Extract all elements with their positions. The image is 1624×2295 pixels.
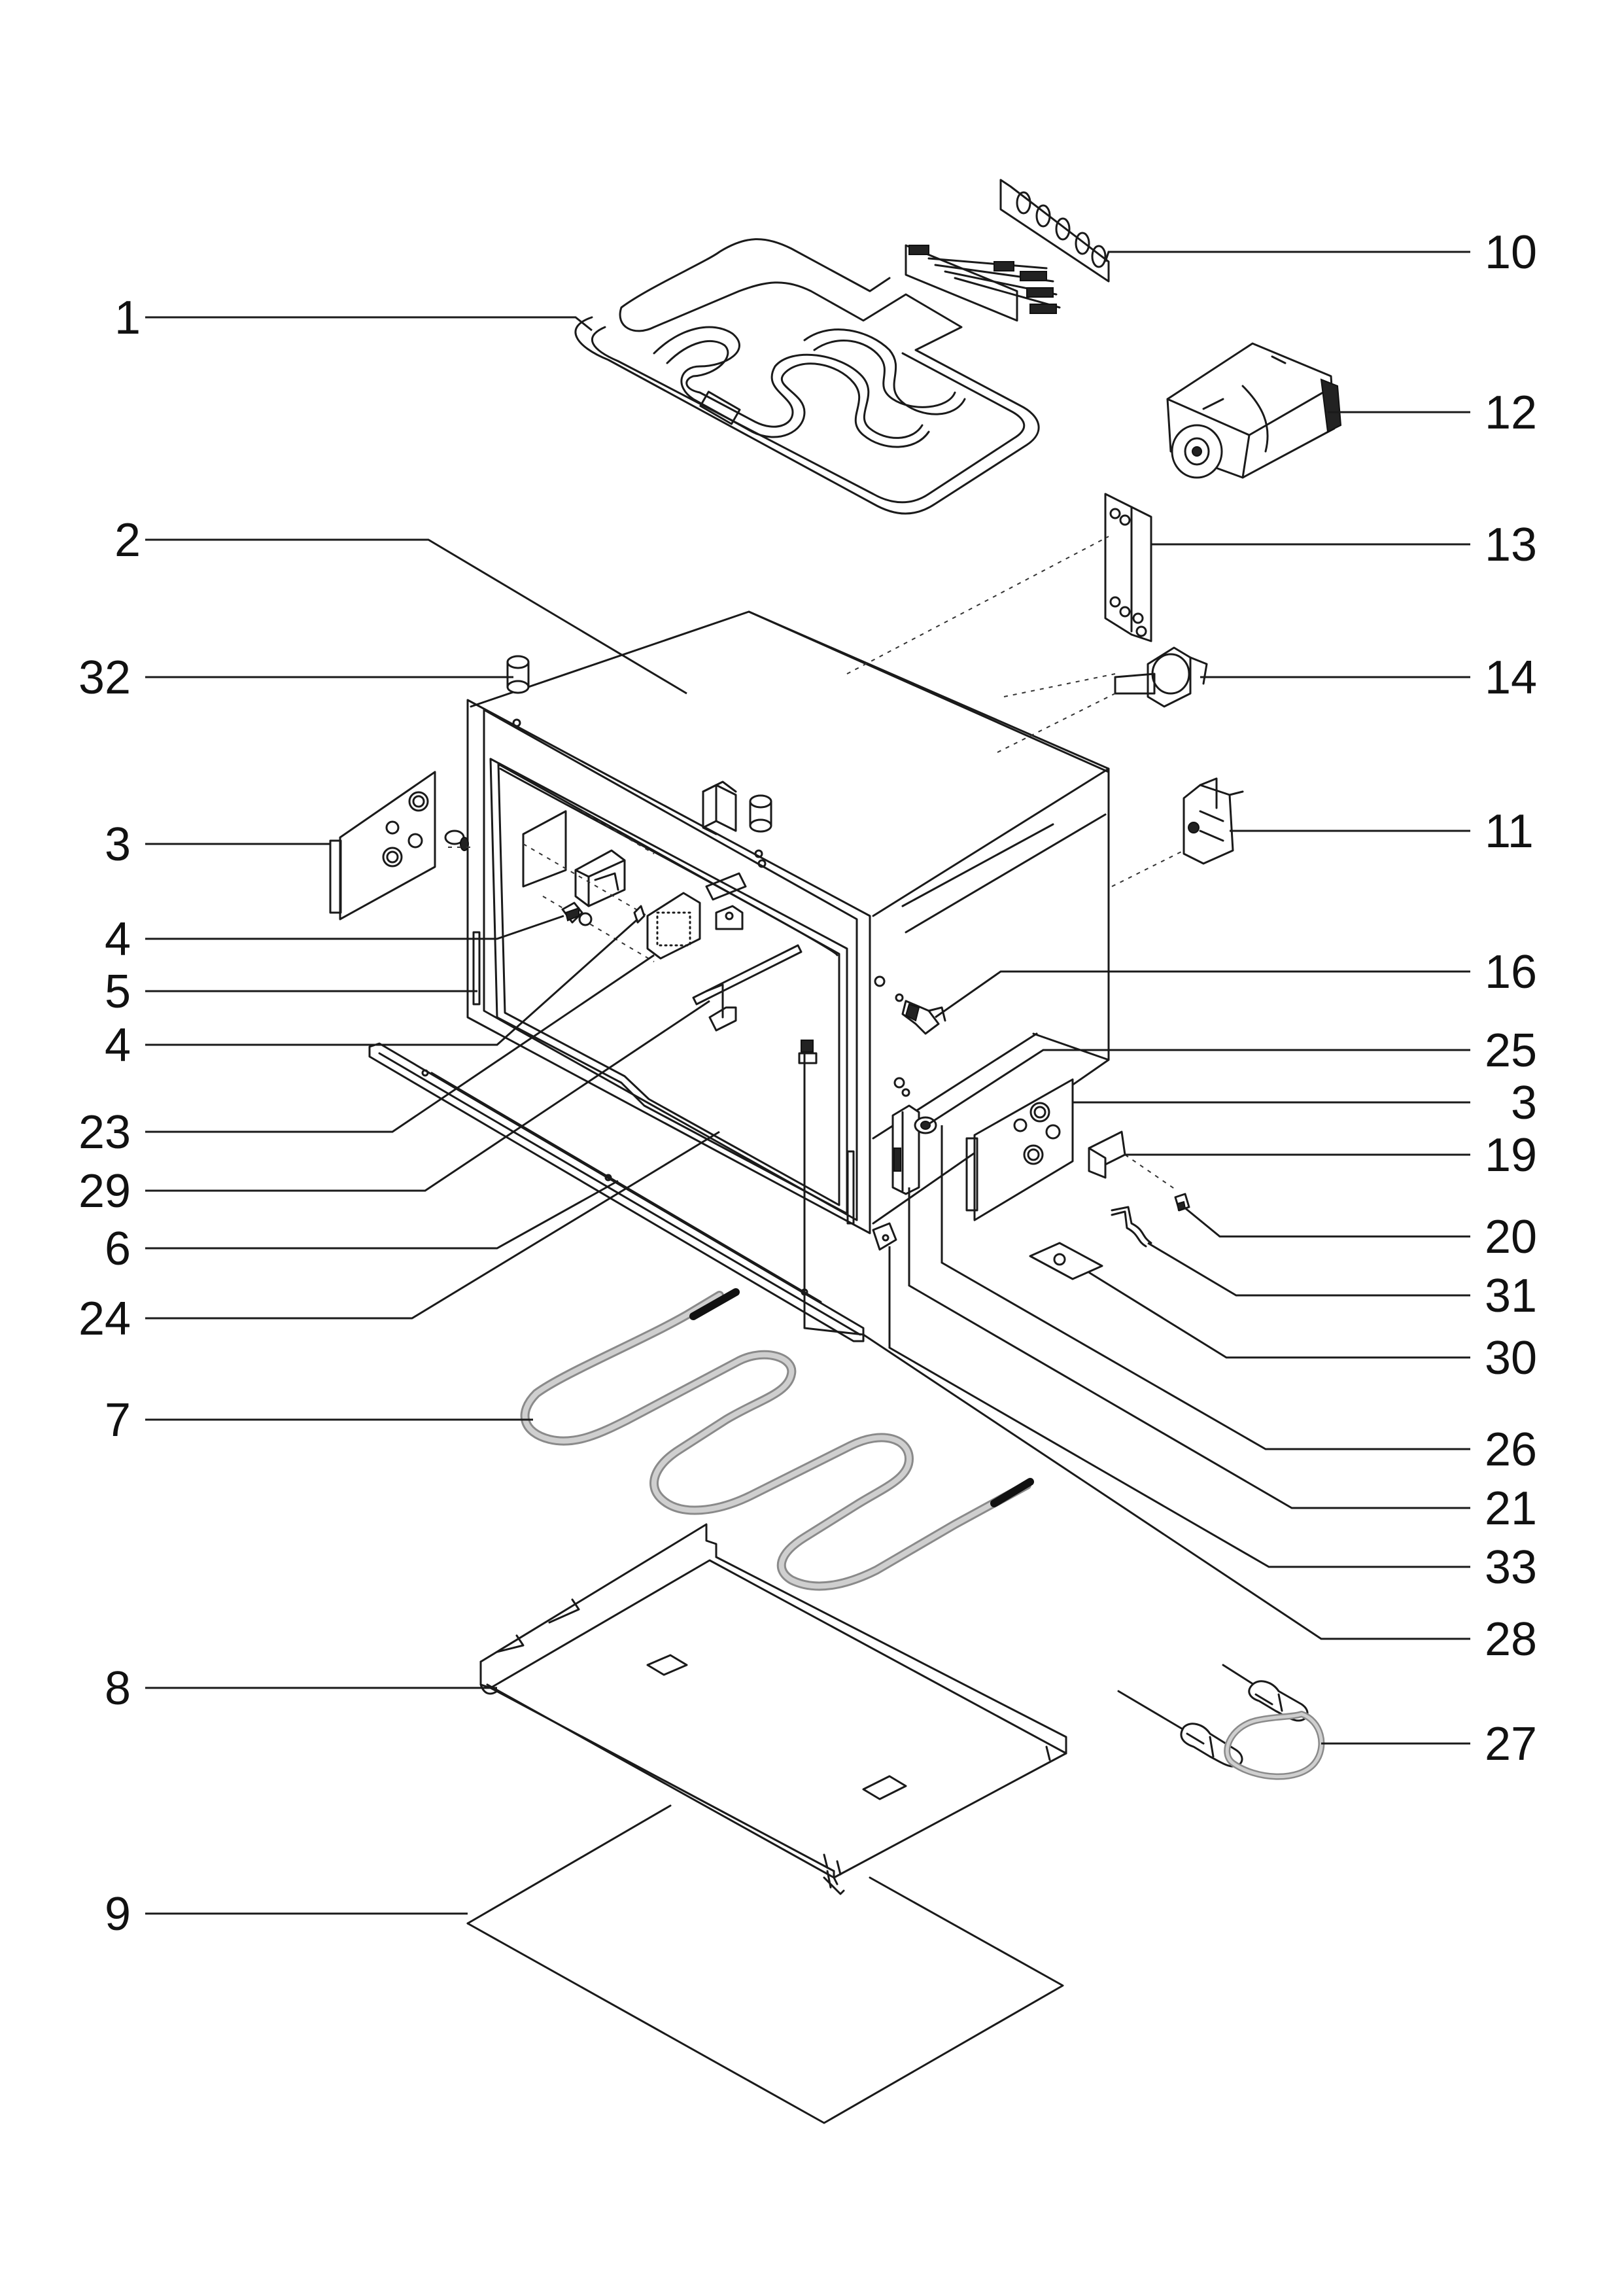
part-21-hinge-bracket	[872, 1088, 937, 1251]
callout-32: 32	[78, 652, 131, 704]
part-4-lamp-screw	[561, 902, 646, 926]
part-11-switch	[1183, 777, 1244, 865]
part-13-bracket-plate	[1104, 493, 1152, 642]
callout-13: 13	[1485, 519, 1537, 571]
callout-8: 8	[105, 1662, 131, 1715]
callout-3-right: 3	[1511, 1077, 1537, 1129]
callout-24: 24	[78, 1293, 131, 1345]
callout-28: 28	[1485, 1613, 1537, 1666]
callout-6: 6	[105, 1223, 131, 1275]
part-front-frame	[466, 699, 871, 1235]
part-19-bracket	[1088, 1130, 1126, 1179]
part-3-left-side-plate	[329, 771, 469, 920]
part-8-bottom-tray	[479, 1523, 1067, 1895]
part-27-meat-probe	[1117, 1664, 1325, 1780]
callout-12: 12	[1485, 387, 1537, 439]
part-1-grill-element	[574, 238, 1061, 515]
callout-19: 19	[1485, 1129, 1537, 1182]
callout-31: 31	[1485, 1270, 1537, 1322]
part-32b-spacer	[749, 794, 772, 833]
callout-labels: 1 2 32 3 4 5 4 23 29 6 24 7 8 9 10 12 13…	[78, 226, 1537, 1940]
callout-11: 11	[1485, 805, 1534, 858]
callout-21: 21	[1485, 1482, 1537, 1535]
callout-14: 14	[1485, 652, 1537, 704]
part-28-screw-rod	[798, 1040, 865, 1336]
callout-25: 25	[1485, 1025, 1537, 1077]
part-31-clip	[1111, 1206, 1152, 1248]
callout-5: 5	[105, 966, 131, 1018]
callout-26: 26	[1485, 1424, 1537, 1476]
part-10-terminal-strip	[999, 179, 1110, 283]
part-14-thermostat	[1114, 646, 1208, 708]
part-7-lower-element	[520, 1288, 1034, 1591]
callout-4-upper: 4	[105, 913, 131, 966]
leader-lines	[145, 251, 1470, 1915]
part-9-insulation-mat	[466, 1804, 1064, 2124]
callout-27: 27	[1485, 1718, 1537, 1770]
part-12-fan-motor	[1166, 342, 1342, 479]
callout-4-lower: 4	[105, 1019, 131, 1072]
callout-7: 7	[105, 1394, 131, 1446]
callout-20: 20	[1485, 1211, 1537, 1263]
callout-3-left: 3	[105, 818, 131, 871]
part-16-fastener	[895, 993, 946, 1035]
callout-9: 9	[105, 1888, 131, 1940]
callout-23: 23	[78, 1106, 131, 1159]
callout-29: 29	[78, 1165, 131, 1218]
callout-16: 16	[1485, 946, 1537, 998]
callout-30: 30	[1485, 1332, 1537, 1384]
part-3-right-side-plate	[965, 1078, 1074, 1221]
part-inner-components	[522, 780, 803, 1032]
part-30-plate	[1029, 1242, 1103, 1280]
callout-33: 33	[1485, 1541, 1537, 1594]
callout-1: 1	[114, 292, 141, 344]
callout-2: 2	[114, 514, 141, 567]
part-20-connector	[1124, 1154, 1190, 1212]
part-32-spacer	[506, 655, 530, 694]
part-6-bottom-rail	[368, 1042, 865, 1342]
alignment-lines	[448, 536, 1184, 887]
callout-10: 10	[1485, 226, 1537, 279]
